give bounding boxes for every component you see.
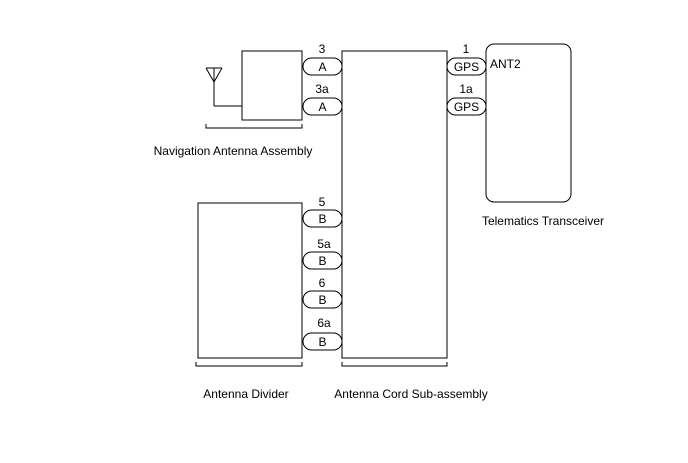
connector-plug [446, 97, 487, 116]
antenna-cord-brace [341, 362, 448, 367]
connector-6: 6 B [302, 276, 343, 309]
antenna-cord-label: Antenna Cord Sub-assembly [334, 387, 487, 401]
telematics-transceiver-box [485, 43, 572, 203]
telematics-port-label: ANT2 [490, 57, 521, 71]
connector-pin-label: 1a [459, 82, 473, 96]
connector-code: B [318, 212, 326, 226]
connector-5a: 5a B [302, 237, 343, 270]
connector-code: GPS [454, 100, 479, 114]
connector-pin-label: 1 [463, 42, 470, 56]
connector-pin-label: 3a [315, 82, 329, 96]
connector-plug [302, 97, 343, 116]
antenna-divider-brace [195, 362, 303, 367]
antenna-cord-box [341, 50, 448, 359]
connector-1a: 1a GPS [446, 82, 487, 116]
connector-pin-label: 6 [319, 276, 326, 290]
navigation-antenna-box [241, 50, 303, 121]
connector-pin-label: 3 [319, 42, 326, 56]
connector-code: B [318, 335, 326, 349]
telematics-transceiver-label: Telematics Transceiver [482, 214, 604, 228]
navigation-antenna-label: Navigation Antenna Assembly [154, 144, 313, 158]
navigation-antenna-brace [205, 124, 303, 129]
connector-plug [302, 251, 343, 270]
connector-plug [302, 332, 343, 351]
connector-3a: 3a A [302, 82, 343, 116]
connector-1: 1 GPS [446, 42, 487, 76]
connector-code: A [318, 100, 326, 114]
connector-pin-label: 6a [317, 316, 331, 330]
connector-5: 5 B [302, 195, 343, 228]
antenna-icon [205, 67, 242, 107]
connector-pin-label: 5 [319, 195, 326, 209]
connector-code: A [318, 60, 326, 74]
connector-6a: 6a B [302, 316, 343, 351]
connector-3: 3 A [302, 42, 343, 76]
connector-code: GPS [454, 60, 479, 74]
antenna-divider-label: Antenna Divider [203, 387, 288, 401]
connector-plug [446, 57, 487, 76]
connector-plug [302, 290, 343, 309]
connector-code: B [318, 254, 326, 268]
connector-plug [302, 209, 343, 228]
connector-pin-label: 5a [317, 237, 331, 251]
antenna-divider-box [197, 202, 303, 359]
connector-plug [302, 57, 343, 76]
connector-code: B [318, 293, 326, 307]
